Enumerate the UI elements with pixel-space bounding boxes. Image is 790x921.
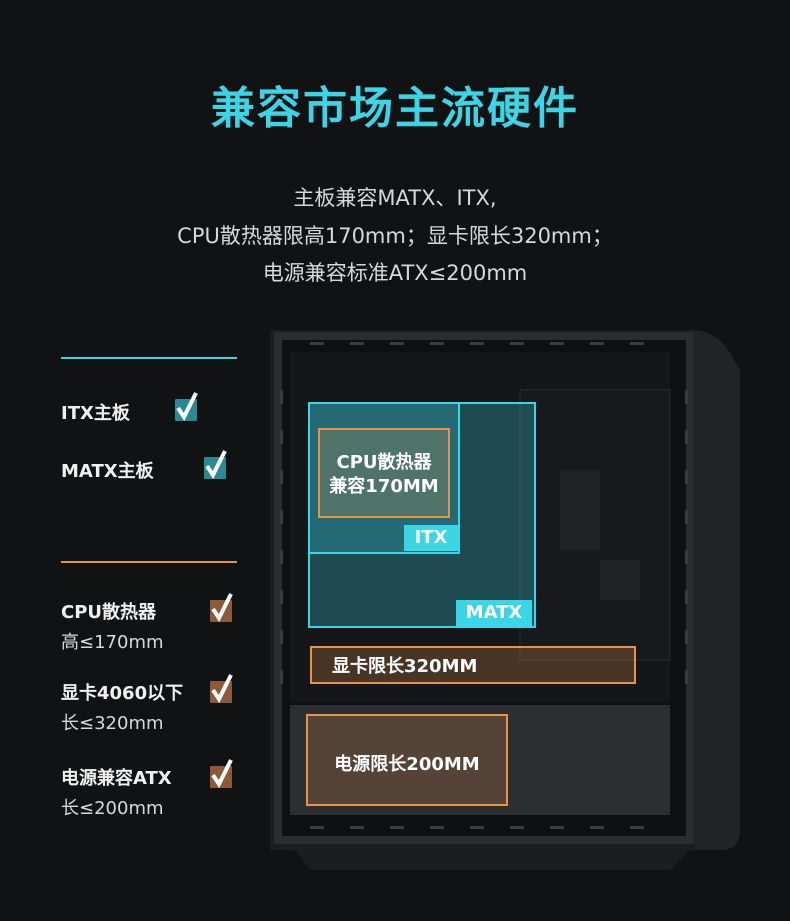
check-icon (210, 674, 233, 703)
divider-bottom (61, 561, 237, 563)
cpu-cooler-zone (318, 428, 450, 518)
check-icon (210, 759, 233, 788)
feature-matx-label: MATX主板 (61, 461, 154, 482)
cpu-cooler-label-2: 兼容170MM (329, 476, 439, 497)
matx-zone (308, 402, 536, 628)
pc-case-image: MATX ITX CPU散热器 兼容170MM 显卡限长320MM 电源限长20… (260, 330, 740, 870)
feature-psu-detail: 长≤200mm (61, 798, 164, 819)
divider-top (61, 357, 237, 359)
check-icon (175, 392, 198, 421)
feature-gpu-detail: 长≤320mm (61, 713, 164, 734)
feature-gpu-label: 显卡4060以下 (61, 683, 184, 704)
feature-itx-label: ITX主板 (61, 403, 130, 424)
feature-itx: ITX主板 (61, 399, 130, 425)
feature-cpu-label: CPU散热器 (61, 602, 157, 623)
feature-matx: MATX主板 (61, 457, 154, 483)
subtitle-line-3: 电源兼容标准ATX≤200mm (262, 261, 528, 285)
feature-cpu-detail: 高≤170mm (61, 632, 164, 653)
feature-psu: 电源兼容ATX 长≤200mm (61, 764, 172, 820)
page-title: 兼容市场主流硬件 (211, 83, 579, 134)
cpu-cooler-label-1: CPU散热器 (336, 452, 432, 473)
feature-gpu: 显卡4060以下 长≤320mm (61, 679, 183, 735)
gpu-zone (310, 646, 636, 684)
psu-zone (306, 714, 508, 806)
gpu-label: 显卡限长320MM (332, 656, 478, 677)
psu-label: 电源限长200MM (334, 754, 480, 775)
subtitle-line-1: 主板兼容MATX、ITX, (293, 186, 497, 210)
matx-label: MATX (456, 600, 532, 626)
feature-cpu-cooler: CPU散热器 高≤170mm (61, 598, 164, 654)
feature-psu-label: 电源兼容ATX (61, 768, 172, 789)
check-icon (204, 450, 227, 479)
check-icon (210, 593, 233, 622)
itx-label: ITX (404, 525, 458, 551)
subtitle-line-2: CPU散热器限高170mm；显卡限长320mm； (177, 224, 613, 248)
